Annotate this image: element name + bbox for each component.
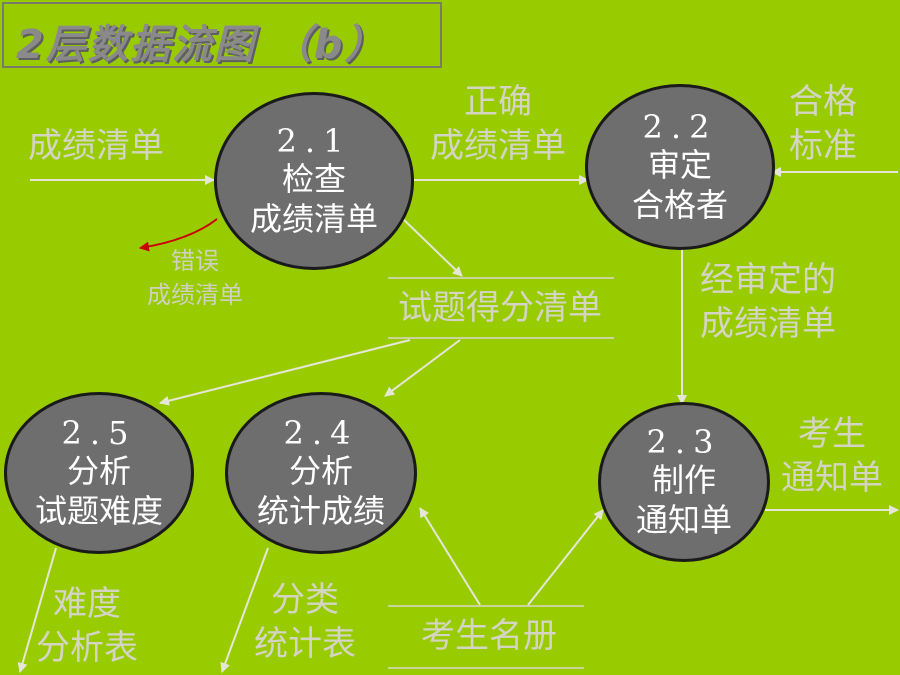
- process-2-5-name-line-1: 分析: [66, 452, 131, 490]
- title-box: 2层数据流图 （b）: [2, 2, 442, 68]
- process-2-1: 2.1 检查 成绩清单: [214, 92, 414, 270]
- flow-label-notice-line-2: 通知单: [781, 458, 883, 498]
- flow-to-question-scores-arrow: [401, 217, 463, 277]
- page-title: 2层数据流图 （b）: [16, 22, 387, 68]
- process-2-2-id: 2.2: [642, 108, 718, 146]
- flow-label-approved-score-list: 经审定的 成绩清单: [686, 258, 850, 346]
- flow-roster-to-2-4-arrow: [419, 507, 481, 606]
- flow-label-correct-line-1: 正确: [464, 82, 532, 122]
- flow-label-correct-score-list: 正确 成绩清单: [416, 80, 580, 168]
- flow-label-category-line-2: 统计表: [254, 624, 356, 664]
- flow-label-pass-standard-line-2: 标准: [789, 126, 857, 166]
- flow-label-admission-notice: 考生 通知单: [770, 412, 894, 500]
- process-2-5: 2.5 分析 试题难度: [4, 392, 194, 554]
- process-2-1-id: 2.1: [276, 122, 352, 160]
- flow-label-pass-standard: 合格 标准: [782, 80, 864, 168]
- process-2-4-id: 2.4: [283, 414, 359, 452]
- process-2-3-name-line-2: 通知单: [635, 501, 732, 539]
- process-2-4: 2.4 分析 统计成绩: [225, 392, 417, 554]
- store-student-roster: 考生名册: [421, 616, 557, 656]
- flow-label-category-stats: 分类 统计表: [244, 578, 366, 666]
- process-2-2-name-line-1: 审定: [647, 146, 712, 184]
- flow-label-category-line-1: 分类: [271, 580, 339, 620]
- flow-store-to-2-5-arrow: [159, 339, 411, 406]
- flow-error-score-list-arrow: [139, 218, 218, 252]
- flow-label-approved-line-2: 成绩清单: [700, 304, 836, 344]
- flow-label-difficulty-table: 难度 分析表: [26, 582, 148, 670]
- store-question-scores: 试题得分清单: [398, 288, 602, 328]
- process-2-2: 2.2 审定 合格者: [585, 84, 775, 250]
- process-2-4-name-line-1: 分析: [288, 452, 353, 490]
- flow-label-pass-standard-line-1: 合格: [789, 82, 857, 122]
- process-2-3: 2.3 制作 通知单: [598, 402, 770, 562]
- process-2-1-name-line-2: 成绩清单: [249, 200, 378, 238]
- flow-difficulty-table-arrow: [17, 547, 57, 673]
- flow-label-correct-line-2: 成绩清单: [430, 126, 566, 166]
- flow-label-approved-line-1: 经审定的: [700, 260, 836, 300]
- process-2-5-name-line-2: 试题难度: [34, 492, 163, 530]
- process-2-4-name-line-2: 统计成绩: [256, 492, 385, 530]
- process-2-5-id: 2.5: [61, 414, 137, 452]
- flow-category-stats-arrow: [220, 547, 269, 673]
- process-2-2-name-line-2: 合格者: [631, 186, 728, 224]
- flow-label-notice-line-1: 考生: [798, 414, 866, 454]
- flow-label-error-line-2: 成绩清单: [147, 281, 243, 309]
- flow-roster-to-2-3-arrow: [527, 509, 604, 606]
- flow-label-difficulty-line-1: 难度: [53, 584, 121, 624]
- flow-store-to-2-4-arrow: [384, 339, 461, 397]
- process-2-3-id: 2.3: [646, 423, 722, 461]
- process-2-3-name-line-1: 制作: [651, 461, 716, 499]
- flow-label-error-line-1: 错误: [171, 247, 219, 275]
- flow-label-score-list-in: 成绩清单: [28, 126, 164, 166]
- flow-label-error-score-list: 错误 成绩清单: [130, 244, 260, 312]
- process-2-1-name-line-1: 检查: [281, 160, 346, 198]
- flow-label-difficulty-line-2: 分析表: [36, 628, 138, 668]
